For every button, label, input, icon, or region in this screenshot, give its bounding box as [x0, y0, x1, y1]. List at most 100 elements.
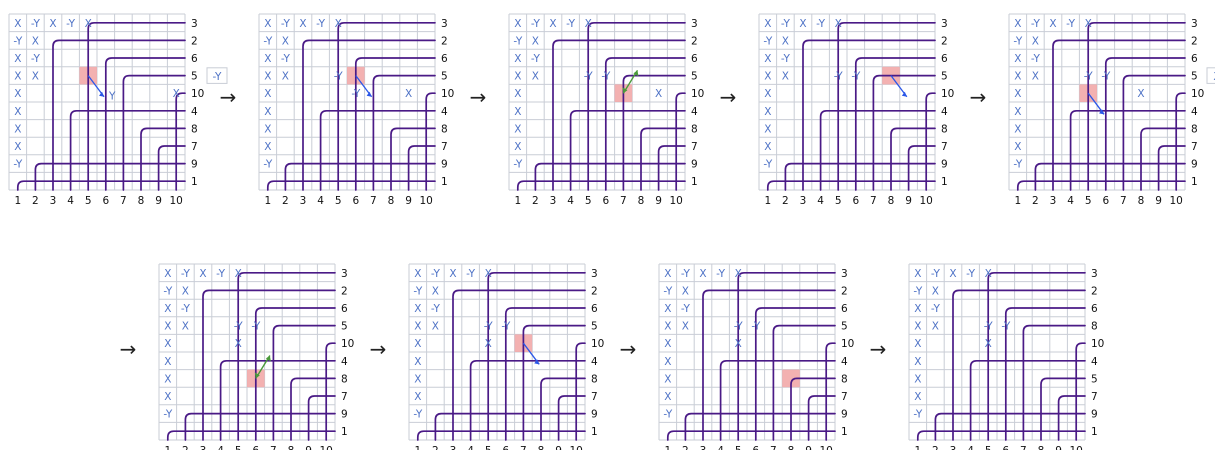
column-label: 5	[485, 445, 492, 450]
row-label: 2	[441, 35, 448, 47]
row-label: 9	[191, 159, 198, 171]
row-label: 4	[1091, 356, 1098, 368]
column-label: 2	[432, 445, 439, 450]
pipe-path	[166, 430, 336, 441]
pipe-path	[302, 39, 436, 191]
pipe-path	[552, 39, 686, 191]
pipe-path	[1087, 21, 1186, 191]
row-label: 1	[1191, 176, 1198, 188]
cell-marker: X	[432, 285, 439, 297]
panel-7: X-YX-YX-YXX-YXXXXXX-Y-Y-YX32651048791123…	[408, 263, 604, 454]
pipe-path	[987, 271, 1086, 441]
cell-marker: -Y	[566, 18, 576, 30]
column-label: 9	[1055, 445, 1062, 450]
cell-marker: -Y	[834, 71, 844, 83]
cell-marker: X	[782, 71, 789, 83]
row-label: 7	[841, 391, 848, 403]
side-label: -Y	[213, 71, 223, 83]
arrowhead	[534, 359, 540, 365]
row-label: 7	[691, 141, 698, 153]
column-label: 4	[467, 445, 474, 450]
cell-marker: X	[414, 321, 421, 333]
cell-marker: X	[914, 373, 921, 385]
cell-marker: X	[1137, 88, 1144, 100]
pipe-path	[666, 430, 836, 441]
column-label: 6	[352, 195, 359, 207]
cell-marker: X	[914, 391, 921, 403]
cell-marker: -Y	[931, 303, 941, 315]
row-label: 8	[841, 373, 848, 385]
transition-arrow: →	[870, 337, 887, 361]
pipe-path	[1004, 307, 1086, 441]
column-label: 6	[752, 445, 759, 450]
cell-marker: -Y	[513, 35, 523, 47]
row-label: 4	[441, 106, 448, 118]
arrowhead	[254, 372, 260, 379]
highlighted-cell	[782, 369, 800, 388]
cell-marker: -Y	[763, 159, 773, 171]
pipe-path	[219, 359, 336, 441]
cell-marker: X	[32, 71, 39, 83]
row-label: 6	[841, 303, 848, 315]
row-label: 2	[341, 285, 348, 297]
row-label: 4	[691, 106, 698, 118]
pipe-path	[1022, 324, 1086, 441]
row-label: 3	[1091, 268, 1098, 280]
column-label: 3	[800, 195, 807, 207]
cell-marker: -Y	[431, 268, 441, 280]
side-label: X	[1213, 71, 1215, 83]
transition-arrow: →	[970, 85, 987, 109]
column-label: 3	[50, 195, 57, 207]
pipe-path	[140, 127, 186, 191]
pipe-path	[372, 74, 436, 191]
row-label: 6	[591, 303, 598, 315]
row-label: 3	[591, 268, 598, 280]
cell-marker: -Y	[913, 285, 923, 297]
cell-marker: X	[164, 356, 171, 368]
cell-marker: -Y	[966, 268, 976, 280]
cell-marker: -Y	[1031, 18, 1041, 30]
arrow-label: Y	[108, 91, 116, 103]
cell-marker: X	[14, 53, 21, 65]
cell-marker: X	[49, 18, 56, 30]
cell-marker: -Y	[13, 159, 23, 171]
pipe-path	[1175, 92, 1186, 191]
cell-marker: X	[164, 338, 171, 350]
cell-marker: X	[485, 268, 492, 280]
cell-marker: X	[449, 268, 456, 280]
column-label: 5	[585, 195, 592, 207]
pipe-path	[434, 412, 586, 441]
cell-marker: -Y	[1001, 321, 1011, 333]
cell-marker: X	[264, 106, 271, 118]
cell-marker: X	[764, 106, 771, 118]
row-label: 8	[1091, 321, 1098, 333]
transition-arrow: →	[220, 85, 237, 109]
cell-marker: X	[1014, 141, 1021, 153]
cell-marker: X	[14, 106, 21, 118]
column-label: 2	[782, 195, 789, 207]
cell-marker: -Y	[913, 409, 923, 421]
cell-marker: -Y	[13, 35, 23, 47]
row-label: 8	[591, 373, 598, 385]
cell-marker: X	[1014, 123, 1021, 135]
column-label: 6	[252, 445, 259, 450]
pipe-path	[390, 127, 436, 191]
cell-marker: X	[514, 141, 521, 153]
cell-marker: -Y	[751, 321, 761, 333]
row-label: 10	[841, 338, 854, 350]
row-label: 1	[591, 426, 598, 438]
row-label: 10	[941, 88, 954, 100]
cell-marker: X	[414, 373, 421, 385]
pipe-path	[790, 377, 836, 441]
pipe-path	[952, 289, 1086, 441]
arrowhead	[1099, 109, 1105, 115]
cell-marker: X	[335, 18, 342, 30]
pipe-path	[416, 430, 586, 441]
pipe-path	[819, 109, 936, 191]
cell-marker: -Y	[484, 321, 494, 333]
row-label: 1	[691, 176, 698, 188]
column-label: 6	[1102, 195, 1109, 207]
